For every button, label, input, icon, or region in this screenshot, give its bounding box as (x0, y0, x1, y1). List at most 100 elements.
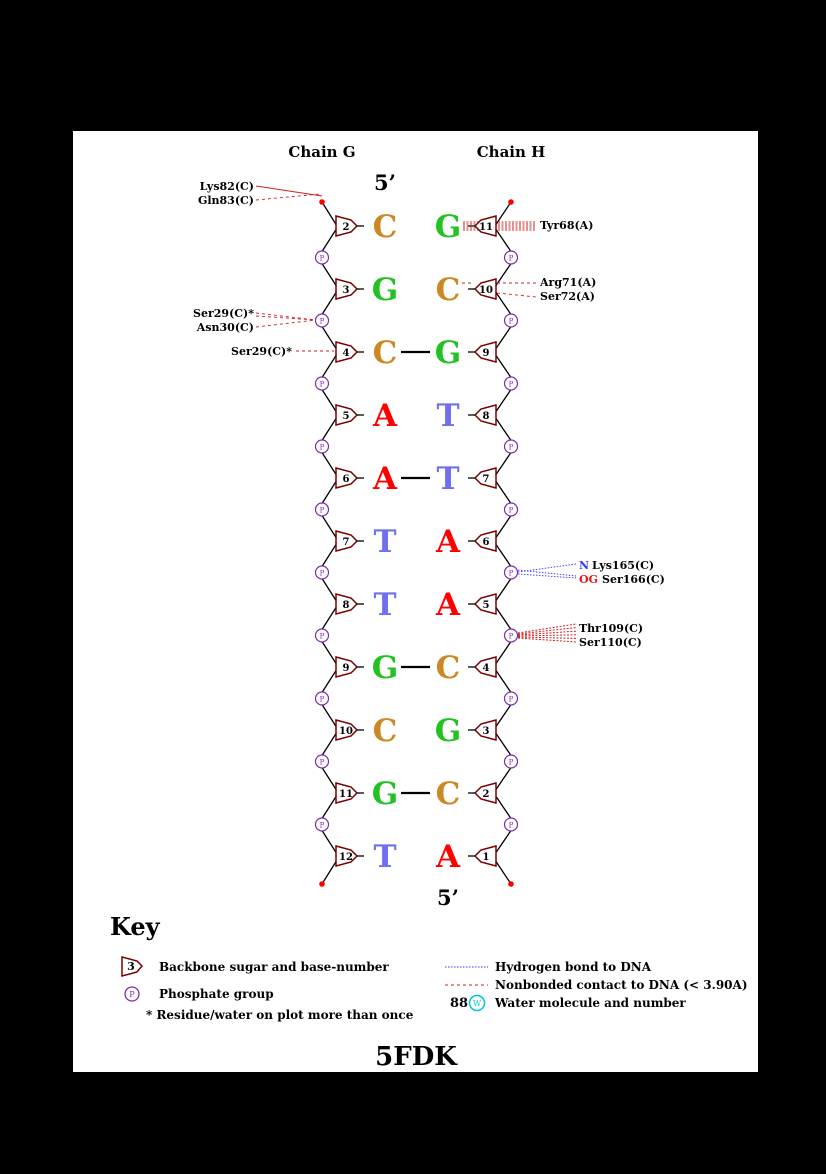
chain-h-sugar-8-number: 8 (483, 411, 490, 422)
chain-g-sugar-8-number: 8 (343, 600, 350, 611)
chain-h-phosphate-letter: P (509, 822, 514, 830)
left-backbone-segment (321, 452, 338, 477)
contact-line (517, 636, 577, 639)
chain-g-sugar-7 (335, 530, 359, 552)
chain-g-sugar-2 (335, 215, 359, 237)
chain-g-phosphate (314, 376, 330, 391)
chain-g-sugar-6 (335, 467, 359, 489)
left-backbone-segment (321, 704, 338, 729)
left-backbone-segment (321, 263, 338, 288)
key-repeat-text: * Residue/water on plot more than once (146, 1008, 414, 1022)
left-backbone-segment (321, 416, 338, 441)
chain-h-sugar-11-number: 11 (479, 222, 493, 233)
chain-h-phosphate-letter: P (509, 444, 514, 452)
chain-g-phosphate (314, 250, 330, 265)
contact-label-ser29-a: Ser29(C)* (193, 307, 254, 320)
chain-g-base-3: G (372, 272, 398, 308)
chain-g-phosphate-letter: P (320, 633, 325, 641)
right-backbone-segment (494, 830, 512, 855)
chain-h-phosphate (503, 250, 519, 265)
chain-g-phosphate (314, 817, 330, 832)
chain-g-phosphate-letter: P (320, 444, 325, 452)
chain-g-base-12: T (373, 839, 396, 875)
left-backbone-segment (321, 830, 338, 855)
contact-label-ser166: Ser166(C) (602, 573, 665, 586)
right-backbone-segment (494, 704, 512, 729)
contact-line (255, 193, 321, 201)
left-backbone-segment (321, 668, 338, 693)
chain-h-phosphate-letter: P (509, 633, 514, 641)
chain-h-phosphate (503, 439, 519, 454)
chain-g-phosphate-letter: P (320, 255, 325, 263)
contact-label-gln83: Gln83(C) (198, 194, 254, 207)
chain-h-phosphate (503, 754, 519, 769)
chain-h-sugar-11 (473, 215, 497, 237)
contact-line (255, 312, 317, 321)
left-backbone-segment (321, 578, 338, 603)
chain-g-base-2: C (373, 209, 398, 245)
left-backbone-segment (321, 227, 338, 252)
contact-line (517, 637, 577, 643)
contact-line (517, 623, 577, 634)
chain-g-phosphate-letter: P (320, 318, 325, 326)
chain-h-phosphate (503, 628, 519, 643)
contact-label-tyr68: Tyr68(A) (540, 219, 593, 232)
right-backbone-segment (494, 416, 512, 441)
key-hbond-text: Hydrogen bond to DNA (495, 960, 652, 974)
right-backbone-segment (494, 227, 512, 252)
left-backbone-segment (321, 794, 338, 819)
pdb-id-title: 5FDK (375, 1042, 458, 1072)
chain-g-sugar-3-number: 3 (343, 285, 350, 296)
key-water-text: Water molecule and number (494, 996, 686, 1010)
chain-h-base-5: A (435, 587, 461, 623)
contact-atom-og: OG (579, 573, 598, 586)
key-sugar-text: Backbone sugar and base-number (159, 960, 389, 974)
chain-h-sugar-5-number: 5 (483, 600, 490, 611)
chain-g-sugar-10-number: 10 (339, 726, 353, 737)
chain-g-phosphate-letter: P (320, 822, 325, 830)
chain-h-phosphate-letter: P (509, 759, 514, 767)
chain-g-phosphate (314, 565, 330, 580)
contact-label-ser72: Ser72(A) (540, 290, 595, 303)
chain-g-sugar-11-number: 11 (339, 789, 353, 800)
chain-h-end-dot-top (508, 199, 514, 205)
chain-h-sugar-8 (473, 404, 497, 426)
left-backbone-segment (321, 353, 338, 378)
five-prime-top-label: 5’ (374, 170, 396, 195)
left-backbone-segment (321, 605, 338, 630)
chain-h-sugar-3-number: 3 (483, 726, 490, 737)
key-water-number: 88 (450, 996, 468, 1011)
left-backbone-segment (321, 389, 338, 414)
left-backbone-segment (321, 326, 338, 351)
chain-h-sugar-9-number: 9 (483, 348, 490, 359)
chain-g-sugar-4 (335, 341, 359, 363)
chain-h-sugar-4 (473, 656, 497, 678)
chain-h-phosphate (503, 691, 519, 706)
chain-h-sugar-6-number: 6 (483, 537, 490, 548)
chain-g-sugar-3 (335, 278, 359, 300)
chain-h-sugar-7-number: 7 (483, 474, 490, 485)
right-backbone-segment (494, 479, 512, 504)
chain-h-base-3: G (435, 713, 461, 749)
chain-h-base-11: G (435, 209, 461, 245)
contact-label-thr109: Thr109(C) (579, 622, 643, 635)
chain-g-header: Chain G (288, 143, 355, 161)
key-sugar-pentagon-icon (121, 956, 144, 977)
chain-g-phosphate-letter: P (320, 570, 325, 578)
chain-g-sugar-5-number: 5 (343, 411, 350, 422)
chain-h-phosphate-letter: P (509, 696, 514, 704)
chain-g-base-9: G (372, 650, 398, 686)
chain-g-sugar-12 (335, 845, 359, 867)
chain-g-sugar-4-number: 4 (343, 348, 350, 359)
chain-g-sugar-12-number: 12 (339, 852, 353, 863)
chain-g-base-4: C (373, 335, 398, 371)
chain-h-header: Chain H (477, 143, 546, 161)
key-sugar-number: 3 (127, 960, 135, 973)
left-backbone-segment (321, 479, 338, 504)
chain-h-end-dot-bottom (508, 881, 514, 887)
chain-h-phosphate-letter: P (509, 255, 514, 263)
contact-labels: Lys82(C) Gln83(C) Ser29(C)* Asn30(C) Ser… (193, 180, 665, 649)
chain-g-sugar-11 (335, 782, 359, 804)
chain-h-phosphate (503, 817, 519, 832)
chain-h-sugar-6 (473, 530, 497, 552)
